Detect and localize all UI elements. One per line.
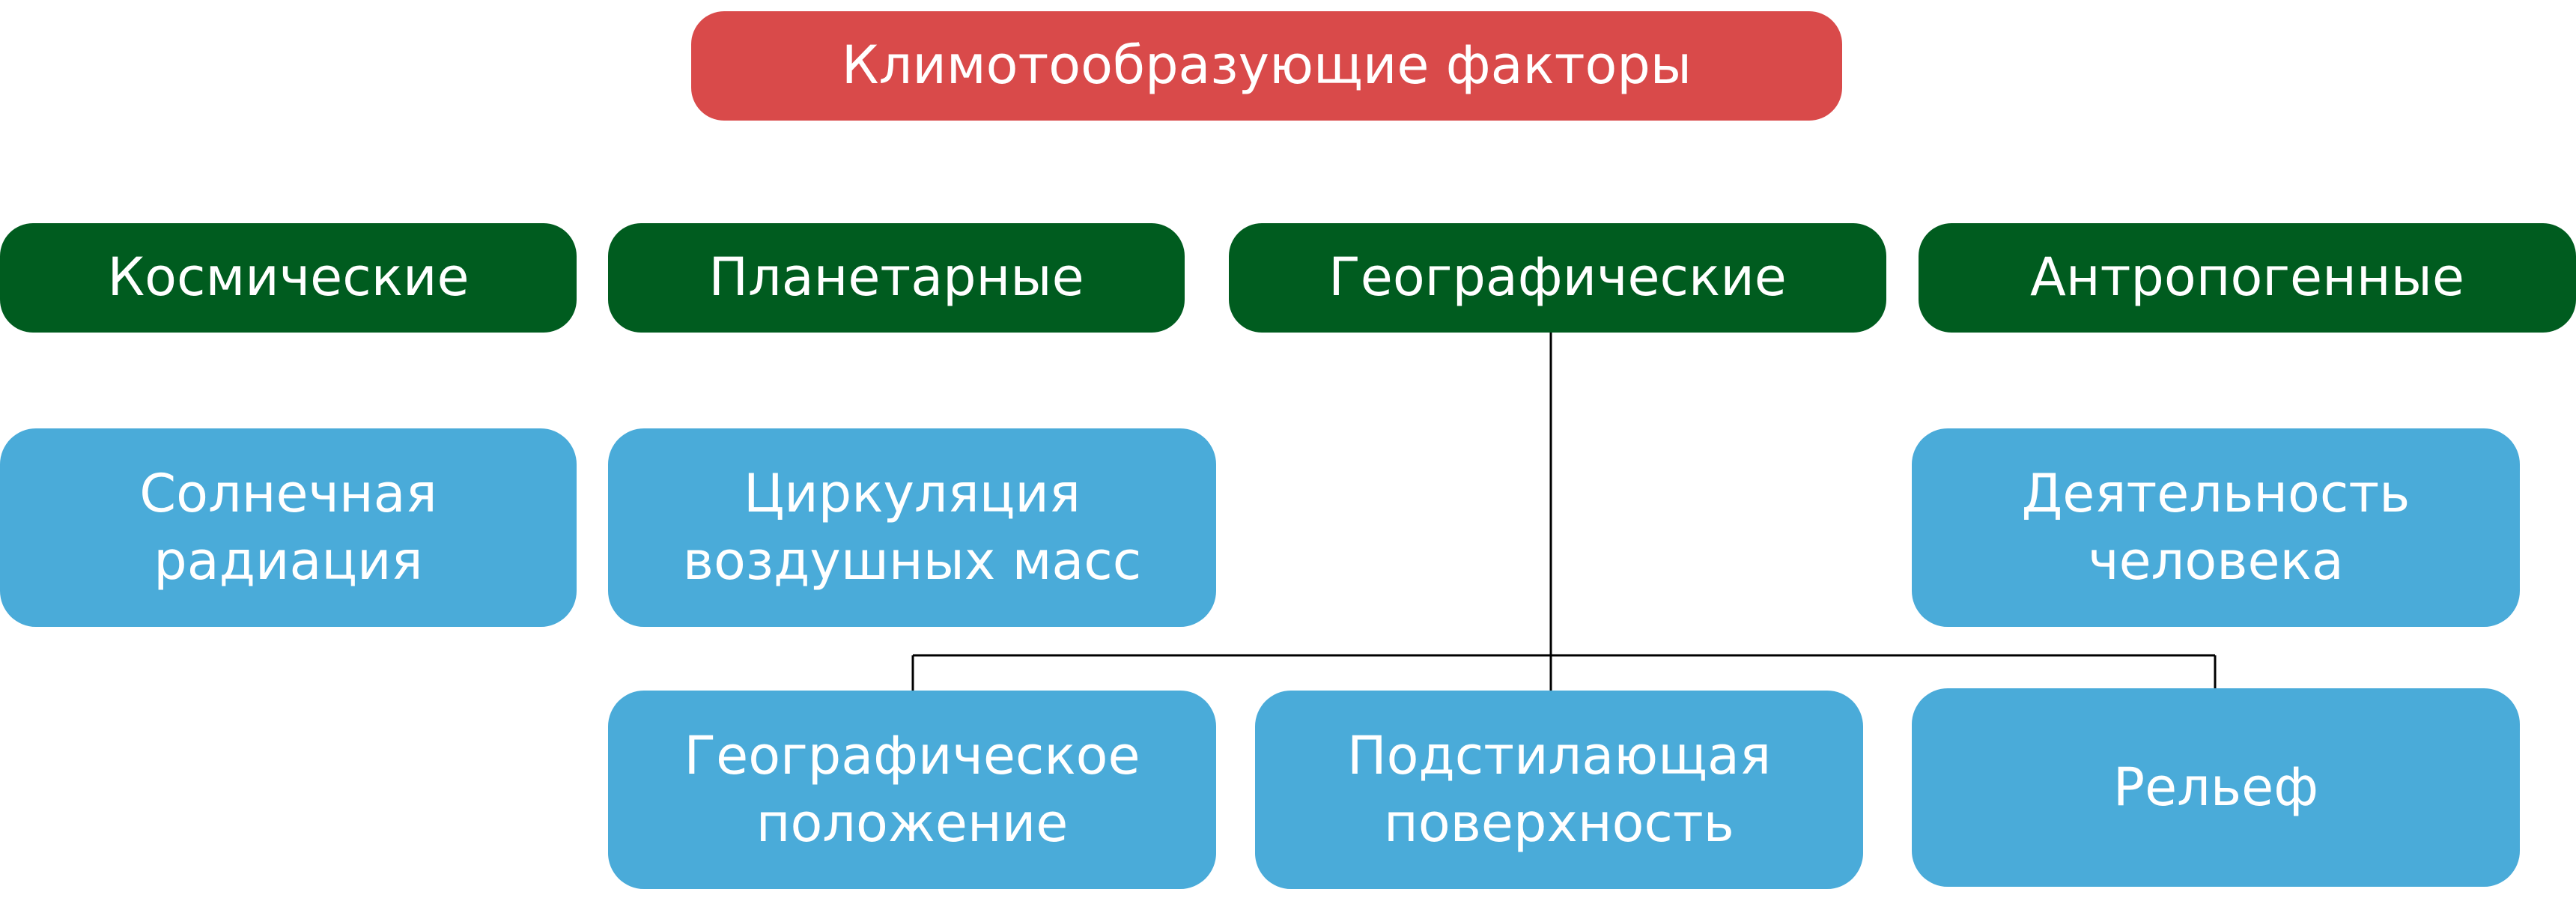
category-anthropogenic: Антропогенные (1919, 223, 2576, 333)
leaf-relief-line1: Рельеф (2112, 756, 2319, 818)
root-node-climate-factors: Климотообразующие факторы (691, 11, 1842, 121)
leaf-solar-radiation: Солнечная радиация (0, 428, 577, 627)
category-anthropogenic-label: Антропогенные (2030, 246, 2464, 309)
leaf-underlying-surface-line2: поверхность (1384, 792, 1734, 854)
leaf-human-activity-line2: человека (2088, 530, 2344, 592)
category-planetary-label: Планетарные (708, 246, 1084, 309)
leaf-geographic-position-line1: Географическое (684, 725, 1140, 786)
category-cosmic: Космические (0, 223, 577, 333)
leaf-human-activity-line1: Деятельность (2021, 463, 2411, 524)
leaf-underlying-surface-line1: Подстилающая (1346, 725, 1772, 786)
root-label: Климотообразующие факторы (841, 34, 1692, 97)
leaf-geographic-position: Географическое положение (608, 691, 1216, 889)
leaf-geographic-position-line2: положение (756, 792, 1069, 854)
leaf-solar-radiation-line1: Солнечная (139, 463, 437, 524)
leaf-human-activity: Деятельность человека (1912, 428, 2520, 627)
leaf-air-circulation-line2: воздушных масс (682, 530, 1142, 592)
category-geographic-label: Географические (1328, 246, 1787, 309)
leaf-solar-radiation-line2: радиация (154, 530, 423, 592)
category-cosmic-label: Космические (107, 246, 470, 309)
leaf-air-circulation-line1: Циркуляция (743, 463, 1081, 524)
leaf-air-circulation: Циркуляция воздушных масс (608, 428, 1216, 627)
category-planetary: Планетарные (608, 223, 1185, 333)
category-geographic: Географические (1229, 223, 1886, 333)
leaf-relief: Рельеф (1912, 688, 2520, 887)
leaf-underlying-surface: Подстилающая поверхность (1255, 691, 1863, 889)
